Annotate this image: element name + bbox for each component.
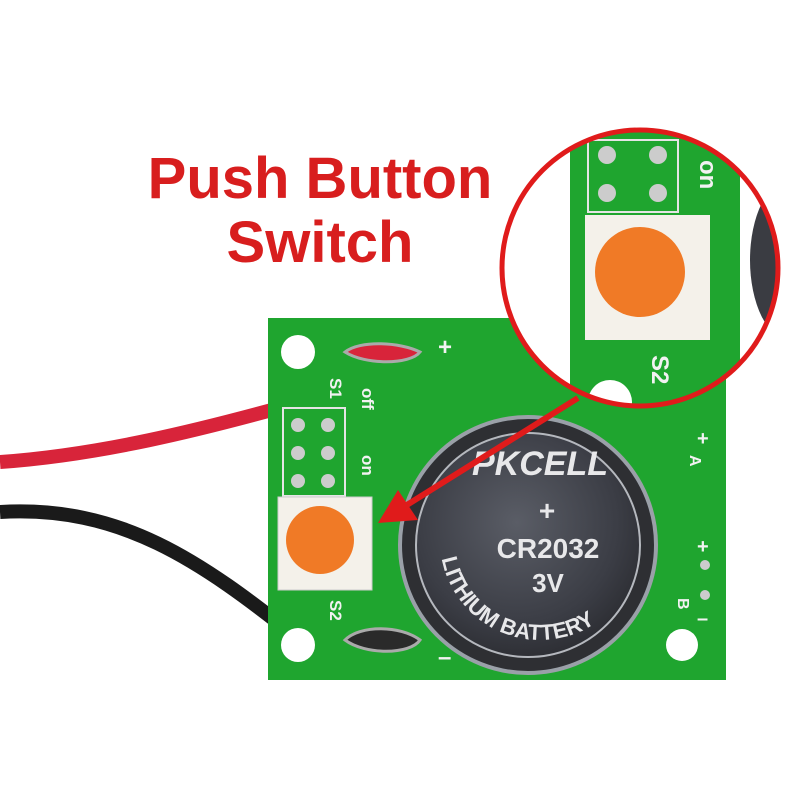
pointer-arrow xyxy=(378,395,580,523)
magnified-inset: on S2 xyxy=(499,127,781,409)
label-b: B xyxy=(674,598,691,610)
title-line-1: Push Button xyxy=(148,146,493,211)
label-s2: S2 xyxy=(326,600,345,621)
label-off: off xyxy=(358,388,377,410)
label-on: on xyxy=(358,455,377,476)
title-line-2: Switch xyxy=(227,210,414,275)
coin-cell-battery: PKCELL + CR2032 3V LITHIUM BATTERY xyxy=(398,415,658,675)
label-a-plus: + xyxy=(697,428,709,450)
push-button-switch xyxy=(277,496,373,591)
battery-plus: + xyxy=(539,495,555,526)
label-b-minus: – xyxy=(697,608,708,630)
label-minus: – xyxy=(438,644,451,671)
mount-hole xyxy=(281,335,315,369)
inset-label-on: on xyxy=(694,160,721,189)
battery-voltage: 3V xyxy=(532,568,564,598)
inset-label-s2: S2 xyxy=(646,355,673,384)
label-b-plus: + xyxy=(697,536,709,558)
black-wire xyxy=(0,504,305,646)
label-s1: S1 xyxy=(326,378,345,399)
label-a: A xyxy=(686,455,703,467)
red-wire xyxy=(0,398,292,469)
mount-hole xyxy=(666,629,698,661)
battery-model: CR2032 xyxy=(497,533,600,564)
mount-hole xyxy=(281,628,315,662)
header-pins xyxy=(282,407,346,497)
label-plus: + xyxy=(438,334,452,361)
